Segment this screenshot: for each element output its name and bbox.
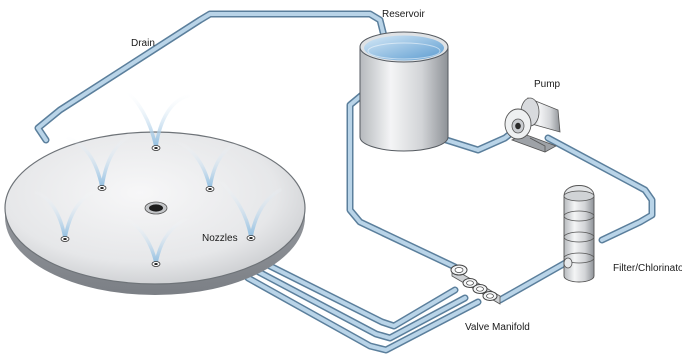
filter-chlorinator-label: Filter/Chlorinator	[613, 263, 682, 274]
filter-to-manifold-pipe	[496, 258, 571, 304]
valve	[472, 284, 488, 294]
nozzles	[34, 88, 282, 267]
filter-chlorinator	[563, 185, 595, 283]
reservoir-label: Reservoir	[382, 9, 425, 20]
center-drain	[144, 201, 168, 215]
valve	[462, 278, 478, 288]
nozzle	[174, 139, 246, 192]
pump	[504, 97, 561, 153]
valve	[450, 264, 468, 276]
drain-pipe	[34, 10, 389, 144]
reservoir-tank	[359, 31, 449, 152]
valve-manifold-label: Valve Manifold	[465, 322, 530, 333]
nozzle	[34, 188, 98, 242]
valve	[482, 291, 498, 301]
fountain-disk	[4, 131, 306, 295]
nozzle	[122, 215, 192, 267]
pump-to-filter-pipe	[544, 134, 656, 244]
nozzle	[66, 131, 136, 191]
pump-label: Pump	[534, 79, 561, 90]
nozzle	[123, 88, 190, 151]
nozzles-label: Nozzles	[202, 233, 238, 244]
drain-label: Drain	[131, 38, 155, 49]
valve-manifold	[450, 264, 501, 305]
manifold-to-disk-pipes	[244, 258, 482, 354]
nozzle	[218, 178, 282, 241]
